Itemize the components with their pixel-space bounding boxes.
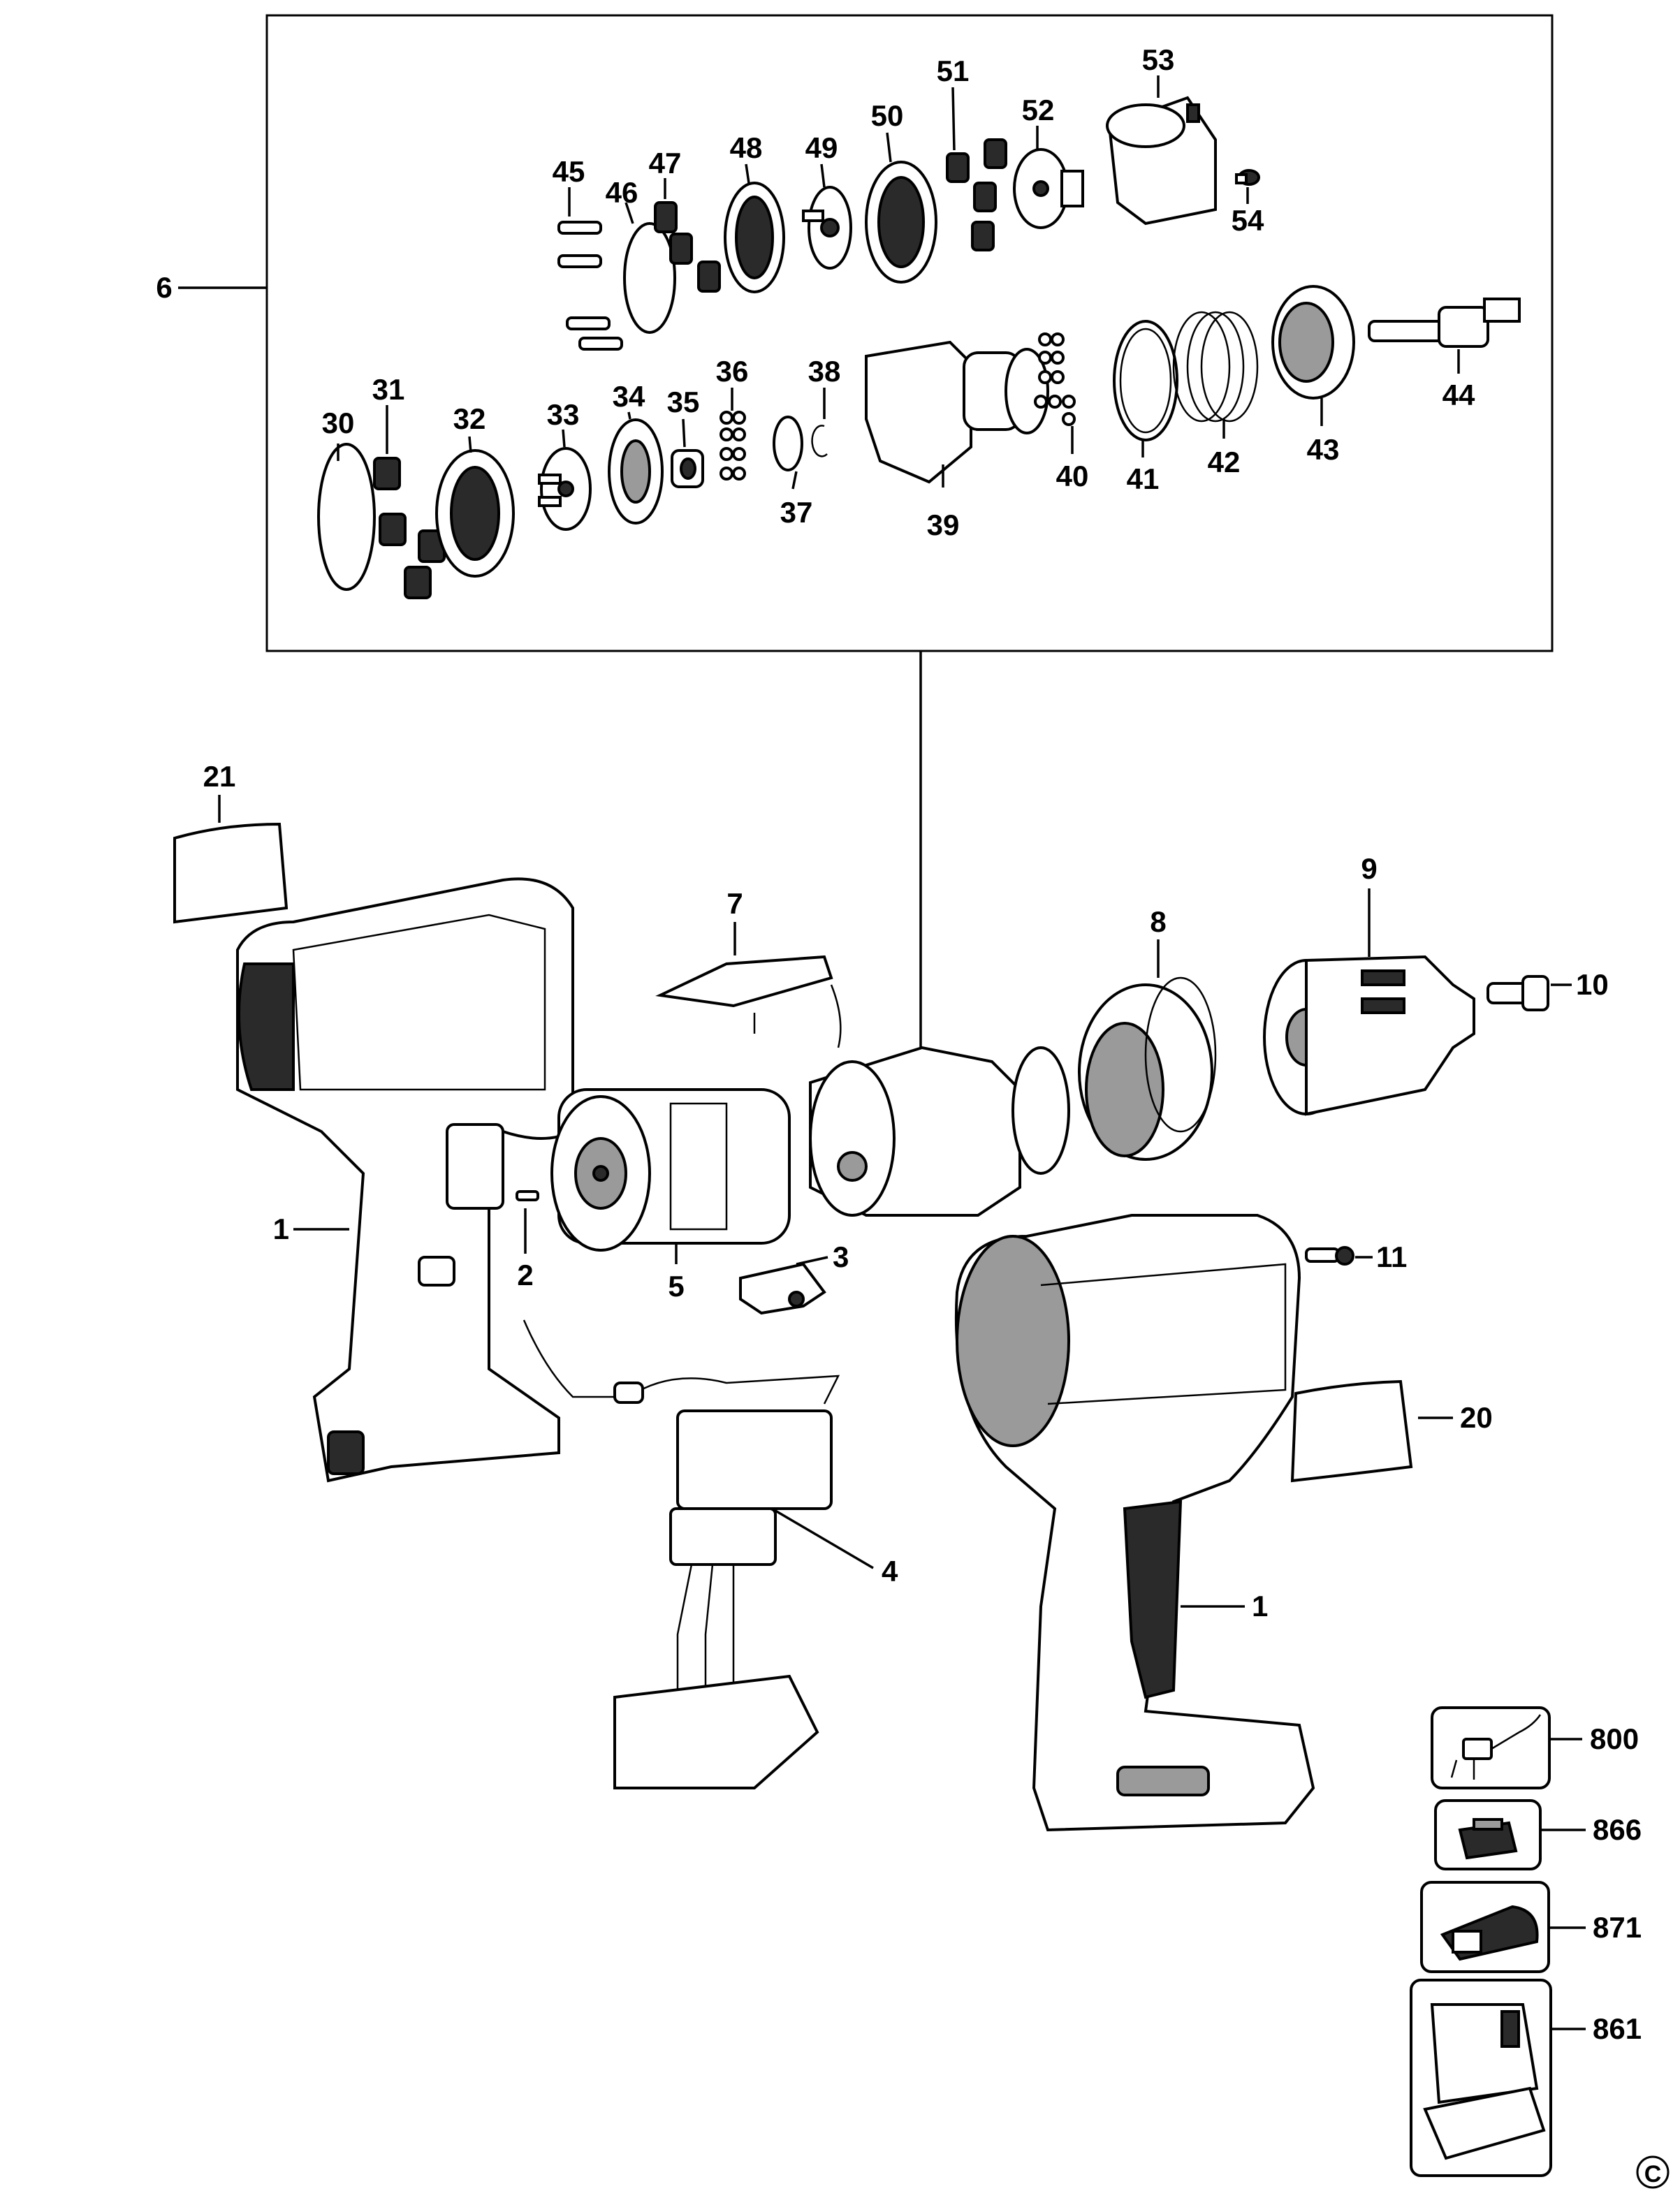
part-11-screw — [1305, 1246, 1354, 1266]
callout-6: 6 — [156, 271, 172, 304]
part-7-bracket — [655, 955, 842, 1048]
part-10-chuck-screw — [1487, 975, 1549, 1011]
part-38-clip — [811, 425, 828, 457]
callout-800: 800 — [1590, 1722, 1639, 1755]
part-20-label-sticker — [1290, 1379, 1413, 1483]
callout-33: 33 — [547, 398, 580, 431]
callout-49: 49 — [805, 131, 838, 164]
part-52-planet-carrier — [1013, 148, 1084, 229]
accessory-866-battery-box — [1434, 1799, 1542, 1870]
copyright-letter: C — [1644, 2161, 1662, 2188]
leader-4 — [771, 1507, 874, 1569]
callout-1-right: 1 — [1252, 1590, 1268, 1622]
part-3-clip — [739, 1262, 826, 1315]
callout-8: 8 — [1150, 905, 1166, 938]
callout-44: 44 — [1442, 379, 1475, 411]
callout-35: 35 — [667, 386, 700, 418]
part-30-washer — [317, 443, 376, 591]
part-33-planet-carrier — [538, 447, 592, 531]
callout-48: 48 — [730, 131, 763, 164]
callout-20: 20 — [1460, 1401, 1493, 1434]
callout-9: 9 — [1361, 852, 1377, 885]
callout-866: 866 — [1593, 1813, 1642, 1846]
callout-5: 5 — [668, 1270, 684, 1303]
callout-50: 50 — [871, 99, 904, 132]
part-32-ring-gear — [435, 449, 515, 578]
part-8-clutch-collar — [1078, 976, 1217, 1161]
accessory-871-charger-box — [1420, 1881, 1550, 1973]
callout-39: 39 — [927, 508, 960, 541]
part-2-pin — [516, 1190, 539, 1201]
part-34-clutch-ring — [608, 418, 664, 525]
callout-31: 31 — [372, 373, 405, 406]
part-48-ring-gear — [724, 182, 785, 293]
callout-30: 30 — [322, 406, 355, 439]
part-1-housing-right-half — [954, 1214, 1315, 1832]
callout-46: 46 — [606, 176, 638, 209]
part-37-washer — [773, 416, 803, 471]
callout-40: 40 — [1056, 460, 1089, 492]
accessory-800-box — [1431, 1706, 1551, 1789]
callout-34: 34 — [613, 380, 645, 413]
part-21-label-sticker — [173, 822, 288, 924]
callout-10: 10 — [1576, 968, 1609, 1001]
callout-21: 21 — [203, 760, 236, 793]
callout-4: 4 — [882, 1555, 898, 1588]
callout-2: 2 — [517, 1259, 533, 1291]
part-42-springs — [1172, 311, 1259, 423]
callout-53: 53 — [1142, 43, 1175, 76]
part-46-washer — [623, 222, 676, 334]
callout-41: 41 — [1127, 462, 1160, 495]
copyright-mark: C — [1636, 2155, 1670, 2189]
part-36-balls — [720, 411, 746, 481]
part-39-gear-housing — [865, 340, 1049, 484]
part-40-balls — [1034, 332, 1076, 426]
part-44-spindle — [1368, 298, 1521, 348]
part-1-housing-left-half — [236, 877, 574, 1483]
gearbox-inset-frame — [265, 14, 1554, 652]
callout-861: 861 — [1593, 2012, 1642, 2045]
callout-38: 38 — [808, 355, 841, 388]
part-5-motor — [550, 1088, 791, 1252]
callout-51: 51 — [937, 54, 970, 87]
callout-42: 42 — [1208, 446, 1241, 478]
leader-3 — [796, 1256, 828, 1266]
callout-11: 11 — [1376, 1240, 1407, 1273]
part-54-screw — [1235, 169, 1260, 186]
accessory-861-case-box — [1410, 1979, 1552, 2177]
callout-1-left: 1 — [273, 1212, 289, 1245]
callout-871: 871 — [1593, 1911, 1642, 1944]
callout-37: 37 — [780, 496, 813, 529]
callout-45: 45 — [553, 155, 585, 188]
part-9-chuck — [1263, 955, 1475, 1116]
callout-36: 36 — [716, 355, 749, 388]
part-51-planet-gears — [946, 138, 1007, 251]
callout-43: 43 — [1307, 433, 1340, 466]
callout-7: 7 — [726, 887, 743, 920]
callout-54: 54 — [1232, 204, 1264, 237]
part-41-washer — [1113, 320, 1178, 441]
part-53-housing-sleeve — [1106, 96, 1217, 226]
callout-52: 52 — [1022, 94, 1055, 126]
part-4-switch — [523, 1319, 840, 1789]
callout-3: 3 — [833, 1240, 849, 1273]
callout-32: 32 — [453, 402, 486, 435]
part-43-adjusting-ring — [1271, 285, 1355, 400]
callout-47: 47 — [649, 147, 682, 179]
part-31-planet-gears — [373, 457, 446, 599]
part-35-bearing — [671, 449, 704, 488]
part-6-gearbox-assembly — [809, 1046, 1070, 1217]
part-47-planet-gears — [654, 201, 721, 293]
part-49-planet-carrier — [802, 186, 852, 270]
part-45-screws — [557, 221, 623, 351]
inset-leader-lines — [337, 75, 1460, 490]
part-50-ring-gear — [865, 161, 937, 284]
